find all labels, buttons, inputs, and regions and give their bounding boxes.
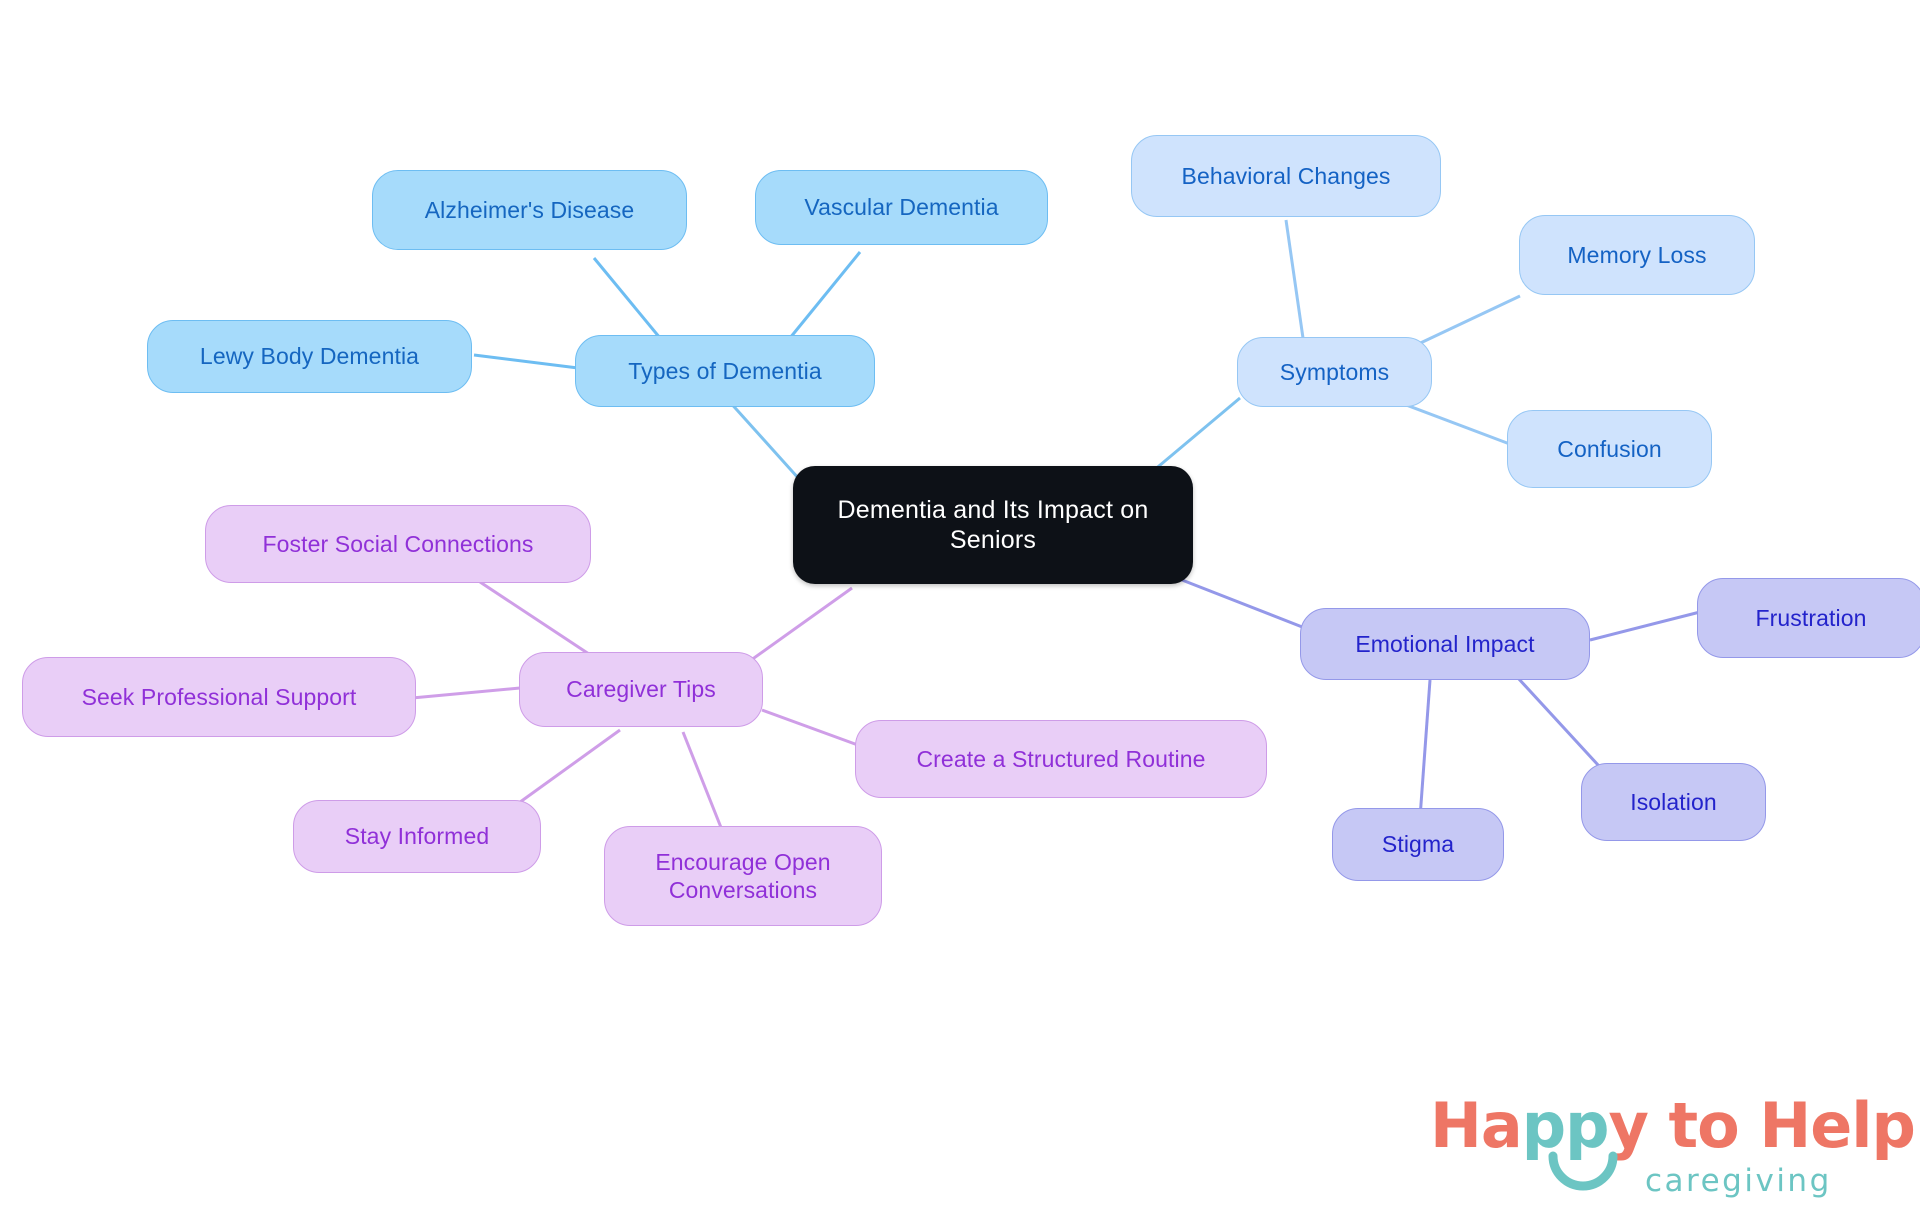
- node-memory-loss[interactable]: Memory Loss: [1519, 215, 1755, 295]
- node-stigma-label: Stigma: [1381, 831, 1455, 858]
- node-frustration[interactable]: Frustration: [1697, 578, 1920, 658]
- edge-emotional-isolation: [1516, 676, 1612, 780]
- edge-types-vascular: [788, 251, 862, 339]
- node-alzheimers-disease[interactable]: Alzheimer's Disease: [372, 170, 687, 250]
- edge-symptoms-behavioral: [1284, 219, 1305, 339]
- node-seek-professional-support-label: Seek Professional Support: [81, 683, 357, 710]
- edge-symptoms-confusion: [1392, 398, 1516, 448]
- node-create-a-structured-routine-label: Create a Structured Routine: [916, 745, 1206, 772]
- edge-root-types: [726, 398, 802, 482]
- node-foster-social-connections-label: Foster Social Connections: [262, 530, 534, 557]
- logo-wordmark: Happy to Help: [1430, 1095, 1916, 1157]
- node-isolation-label: Isolation: [1630, 788, 1717, 815]
- node-vascular-dementia-label: Vascular Dementia: [804, 194, 999, 221]
- node-confusion[interactable]: Confusion: [1507, 410, 1712, 488]
- happy-to-help-logo: Happy to Help caregiving: [1430, 1095, 1916, 1210]
- node-emotional-impact-label: Emotional Impact: [1355, 630, 1535, 657]
- node-alzheimers-disease-label: Alzheimer's Disease: [424, 196, 635, 223]
- node-lewy-body-dementia-label: Lewy Body Dementia: [199, 343, 420, 370]
- logo-wordmark-part3: y to Help: [1608, 1089, 1916, 1162]
- edge-emotional-frustration: [1589, 610, 1701, 642]
- edge-types-alzheimers: [592, 257, 662, 339]
- edge-root-emotional: [1181, 578, 1316, 634]
- node-isolation[interactable]: Isolation: [1581, 763, 1766, 841]
- node-root-label: Dementia and Its Impact on Seniors: [837, 495, 1149, 555]
- node-encourage-open-conversations-label: Encourage Open Conversations: [655, 848, 831, 903]
- node-foster-social-connections[interactable]: Foster Social Connections: [205, 505, 591, 583]
- node-behavioral-changes-label: Behavioral Changes: [1181, 162, 1391, 189]
- edge-caregiver-seek: [411, 686, 521, 700]
- logo-tagline: caregiving: [1645, 1163, 1832, 1199]
- node-confusion-label: Confusion: [1557, 435, 1662, 462]
- edge-caregiver-routine: [761, 708, 867, 750]
- node-caregiver-tips[interactable]: Caregiver Tips: [519, 652, 763, 727]
- node-memory-loss-label: Memory Loss: [1567, 241, 1707, 268]
- node-stay-informed[interactable]: Stay Informed: [293, 800, 541, 873]
- node-symptoms-label: Symptoms: [1279, 358, 1390, 385]
- node-encourage-open-conversations[interactable]: Encourage Open Conversations: [604, 826, 882, 926]
- node-frustration-label: Frustration: [1755, 604, 1867, 631]
- node-symptoms[interactable]: Symptoms: [1237, 337, 1432, 407]
- logo-wordmark-part2: pp: [1521, 1089, 1610, 1162]
- edge-caregiver-encourage: [681, 731, 724, 831]
- node-seek-professional-support[interactable]: Seek Professional Support: [22, 657, 416, 737]
- edge-root-caregiver: [739, 586, 853, 670]
- logo-wordmark-part1: Ha: [1430, 1089, 1523, 1162]
- node-caregiver-tips-label: Caregiver Tips: [566, 676, 716, 703]
- node-vascular-dementia[interactable]: Vascular Dementia: [755, 170, 1048, 245]
- edge-caregiver-foster: [479, 580, 599, 662]
- node-stay-informed-label: Stay Informed: [344, 823, 490, 850]
- node-behavioral-changes[interactable]: Behavioral Changes: [1131, 135, 1441, 217]
- node-types-of-dementia[interactable]: Types of Dementia: [575, 335, 875, 407]
- edge-types-lewy: [473, 353, 579, 370]
- node-emotional-impact[interactable]: Emotional Impact: [1300, 608, 1590, 680]
- node-root[interactable]: Dementia and Its Impact on Seniors: [793, 466, 1193, 584]
- node-stigma[interactable]: Stigma: [1332, 808, 1504, 881]
- smile-arc-icon: [1548, 1151, 1618, 1191]
- edge-emotional-stigma: [1418, 679, 1432, 819]
- node-lewy-body-dementia[interactable]: Lewy Body Dementia: [147, 320, 472, 393]
- node-types-of-dementia-label: Types of Dementia: [628, 357, 822, 384]
- node-create-a-structured-routine[interactable]: Create a Structured Routine: [855, 720, 1267, 798]
